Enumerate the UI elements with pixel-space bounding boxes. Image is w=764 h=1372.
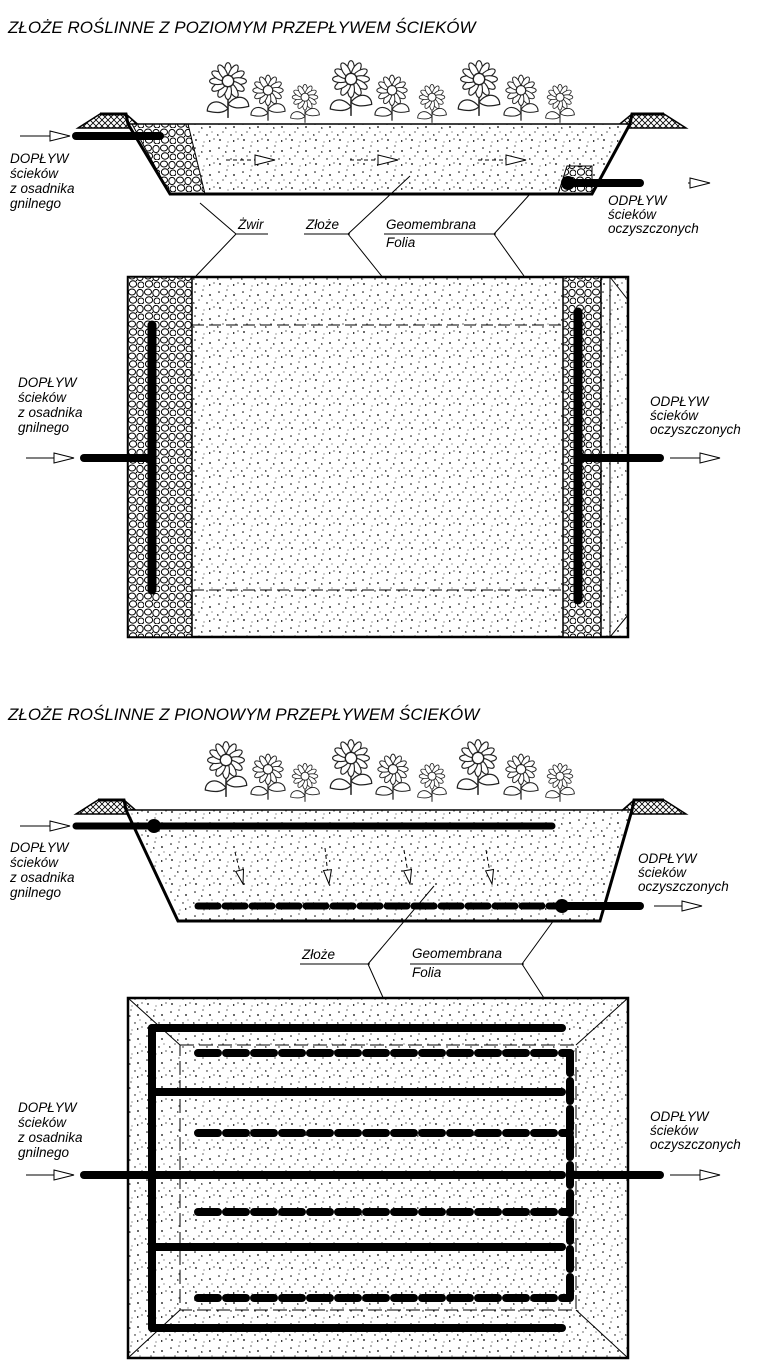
label-gravel: Żwir xyxy=(237,217,264,232)
section-vertical: ZŁOŻE ROŚLINNE Z PIONOWYM PRZEPŁYWEM ŚCI… xyxy=(7,705,741,1360)
outflow-label: ODPŁYW ścieków oczyszczonych xyxy=(608,193,699,236)
plants-top xyxy=(206,59,575,124)
leader-lines-top xyxy=(195,175,531,305)
down-arrow-4 xyxy=(486,849,492,884)
down-arrow-3 xyxy=(404,849,410,884)
plants-bottom xyxy=(204,738,575,803)
down-arrow-2 xyxy=(325,847,329,884)
plan-view-horizontal xyxy=(126,275,630,639)
bed-cross-section xyxy=(128,124,630,194)
label-bed-2: Złoże xyxy=(301,947,335,962)
section-horizontal-title: ZŁOŻE ROŚLINNE Z POZIOMYM PRZEPŁYWEM ŚCI… xyxy=(7,18,478,37)
label-geomembrane-2: Geomembrana xyxy=(412,946,503,961)
label-foil-2: Folia xyxy=(412,965,442,980)
section-vertical-title: ZŁOŻE ROŚLINNE Z PIONOWYM PRZEPŁYWEM ŚCI… xyxy=(7,705,481,724)
inflow-label: DOPŁYW ścieków z osadnika gnilnego xyxy=(9,151,78,211)
down-arrow-1 xyxy=(234,851,243,884)
plan-inflow-label-2: DOPŁYW ścieków z osadnika gnilnego xyxy=(17,1100,86,1160)
outflow-label-2: ODPŁYW ścieków oczyszczonych xyxy=(638,851,729,894)
drainage-laterals xyxy=(194,1049,574,1302)
section-horizontal: ZŁOŻE ROŚLINNE Z POZIOMYM PRZEPŁYWEM ŚCI… xyxy=(7,18,741,639)
inflow-label-2: DOPŁYW ścieków z osadnika gnilnego xyxy=(9,840,78,900)
label-bed: Złoże xyxy=(305,217,339,232)
bed-outline-2 xyxy=(98,798,664,923)
plan-outflow-label: ODPŁYW ścieków oczyszczonych xyxy=(650,394,741,437)
bed-cross-section-2 xyxy=(126,810,632,921)
label-foil: Folia xyxy=(386,235,416,250)
bed-outline xyxy=(100,112,664,196)
plan-inflow-label: DOPŁYW ścieków z osadnika gnilnego xyxy=(17,375,86,435)
label-geomembrane: Geomembrana xyxy=(386,217,477,232)
plan-outflow-label-2: ODPŁYW ścieków oczyszczonych xyxy=(650,1109,741,1152)
